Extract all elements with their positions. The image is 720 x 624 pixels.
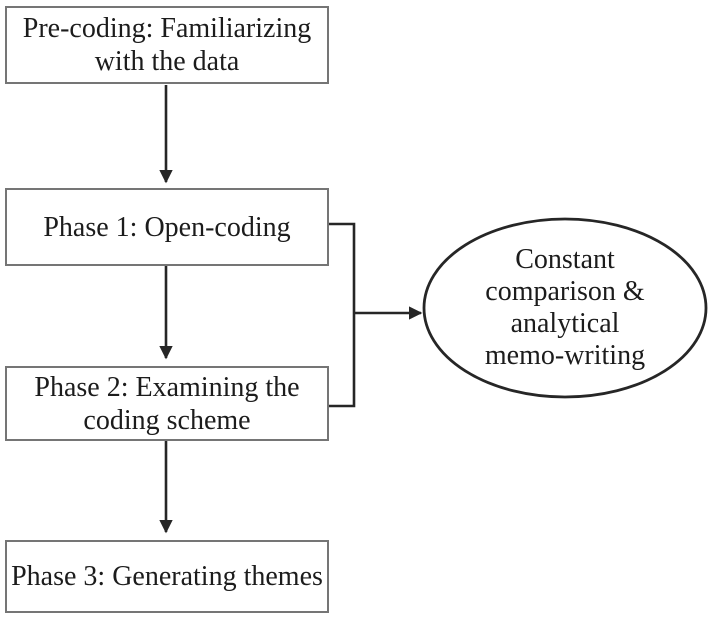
node-phase-2-label-line1: Phase 2: Examining the	[34, 371, 300, 403]
bracket-phase1-phase2	[329, 222, 356, 408]
ellipse-label-line3: analytical	[510, 308, 620, 339]
ellipse-label-line2: comparison &	[485, 276, 645, 307]
node-phase-3: Phase 3: Generating themes	[5, 540, 329, 613]
ellipse-constant-comparison-shape	[422, 217, 708, 399]
ellipse-label-line1: Constant	[515, 244, 615, 275]
node-pre-coding-label-line2: with the data	[94, 46, 240, 77]
node-phase-2-label-line2: coding scheme	[83, 404, 251, 436]
node-phase-2: Phase 2: Examining the coding scheme	[5, 366, 329, 441]
node-phase-1: Phase 1: Open-coding	[5, 188, 329, 266]
node-pre-coding-label-line1: Pre-coding: Familiarizing	[22, 13, 312, 44]
node-phase-1-label: Phase 1: Open-coding	[43, 211, 291, 243]
node-pre-coding: Pre-coding: Familiarizing with the data	[5, 6, 329, 84]
node-phase-3-label: Phase 3: Generating themes	[11, 561, 323, 592]
ellipse-label-line4: memo-writing	[484, 340, 646, 371]
ellipse-constant-comparison-label: Constant comparison & analytical memo-wr…	[424, 220, 706, 396]
